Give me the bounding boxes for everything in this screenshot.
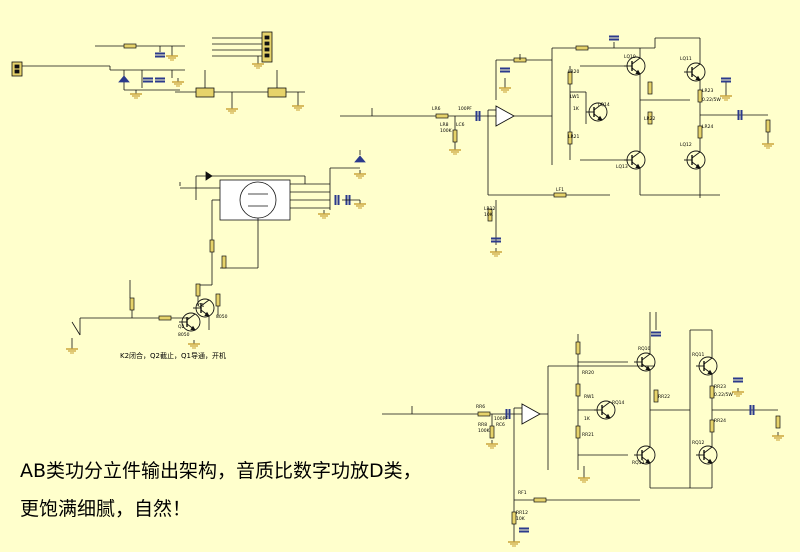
- upper-amplifier-channel: [340, 35, 775, 257]
- lower-rq12-label: RQ12: [692, 440, 705, 446]
- lower-rf1-label: RF1: [518, 490, 527, 496]
- lower-amplifier-channel: [382, 312, 785, 547]
- upper-lq13-label: LQ13: [616, 164, 628, 170]
- upper-lr22-label: LR22: [644, 116, 655, 122]
- q1-part: 8050: [216, 314, 228, 320]
- upper-lr20-label: LR20: [568, 69, 579, 75]
- lower-rq14-label: RQ14: [612, 400, 625, 406]
- power-input-section: [11, 43, 185, 99]
- upper-lc6-label: LC6: [456, 122, 465, 128]
- upper-lq14-label: LQ14: [598, 102, 610, 108]
- lower-rr22-label: RR22: [658, 394, 670, 400]
- lower-rq10-label: RQ10: [638, 346, 651, 352]
- upper-lr24-label: LR24: [702, 124, 713, 130]
- upper-1k-label: 1K: [573, 106, 580, 112]
- lower-100k-label: 100K: [478, 428, 491, 434]
- lower-rq13-label: RQ13: [632, 460, 645, 466]
- lower-023-label: 0.22/5W: [714, 392, 733, 398]
- upper-lq11-label: LQ11: [680, 56, 692, 62]
- upper-lf1-label: LF1: [556, 187, 564, 193]
- lower-100pf-label: 100PF: [494, 416, 508, 422]
- q2-label: Q2: [178, 324, 185, 330]
- upper-023-label: 0.22/5W: [702, 97, 721, 103]
- switch-note: K2闭合，Q2截止，Q1导通，开机: [120, 351, 226, 360]
- caption-line-2: 更饱满细腻，自然！: [20, 498, 192, 520]
- lower-rr20-label: RR20: [582, 370, 594, 376]
- lower-rw1-label: RW1: [584, 394, 594, 400]
- upper-lq10-label: LQ10: [624, 54, 636, 60]
- upper-amplifier-labels: LR6 100PF LR8 100K LC6 LW1 1K LR20 LR21 …: [432, 54, 721, 218]
- lower-rq11-label: RQ11: [692, 352, 705, 358]
- upper-lq12-label: LQ12: [680, 142, 692, 148]
- upper-lr12-label: LR12: [484, 206, 495, 212]
- lower-10k-label: 10K: [516, 516, 526, 522]
- upper-lr6-label: LR6: [432, 106, 441, 112]
- protection-relay-section: [65, 150, 367, 354]
- caption-line-1: AB类功分立件输出架构，音质比数字功放D类，: [20, 460, 422, 482]
- lower-rr24-label: RR24: [714, 418, 726, 424]
- lower-rr8-label: RR8: [478, 422, 487, 428]
- lower-rr23-label: RR23: [714, 384, 726, 390]
- upper-lr23-label: LR23: [702, 88, 713, 94]
- upper-100k-label: 100K: [440, 128, 453, 134]
- lower-rc6-label: RC6: [496, 422, 505, 428]
- lower-1k-label: 1K: [584, 416, 591, 422]
- upper-lr21-label: LR21: [568, 134, 579, 140]
- upper-10k-label: 10K: [484, 212, 494, 218]
- q1-label: Q1: [198, 303, 205, 309]
- upper-100pf-label: 100PF: [458, 106, 472, 112]
- lower-rr12-label: RR12: [516, 510, 528, 516]
- upper-lr8-label: LR8: [440, 122, 449, 128]
- header-connector-section: [175, 31, 305, 114]
- lower-rr21-label: RR21: [582, 432, 594, 438]
- upper-lw1-label: LW1: [570, 94, 580, 100]
- lower-amplifier-labels: RR6 100PF RR8 100K RC6 RR20 RW1 1K RR21 …: [476, 346, 733, 522]
- q2-part: 8050: [178, 332, 190, 338]
- lower-rr6-label: RR6: [476, 404, 485, 410]
